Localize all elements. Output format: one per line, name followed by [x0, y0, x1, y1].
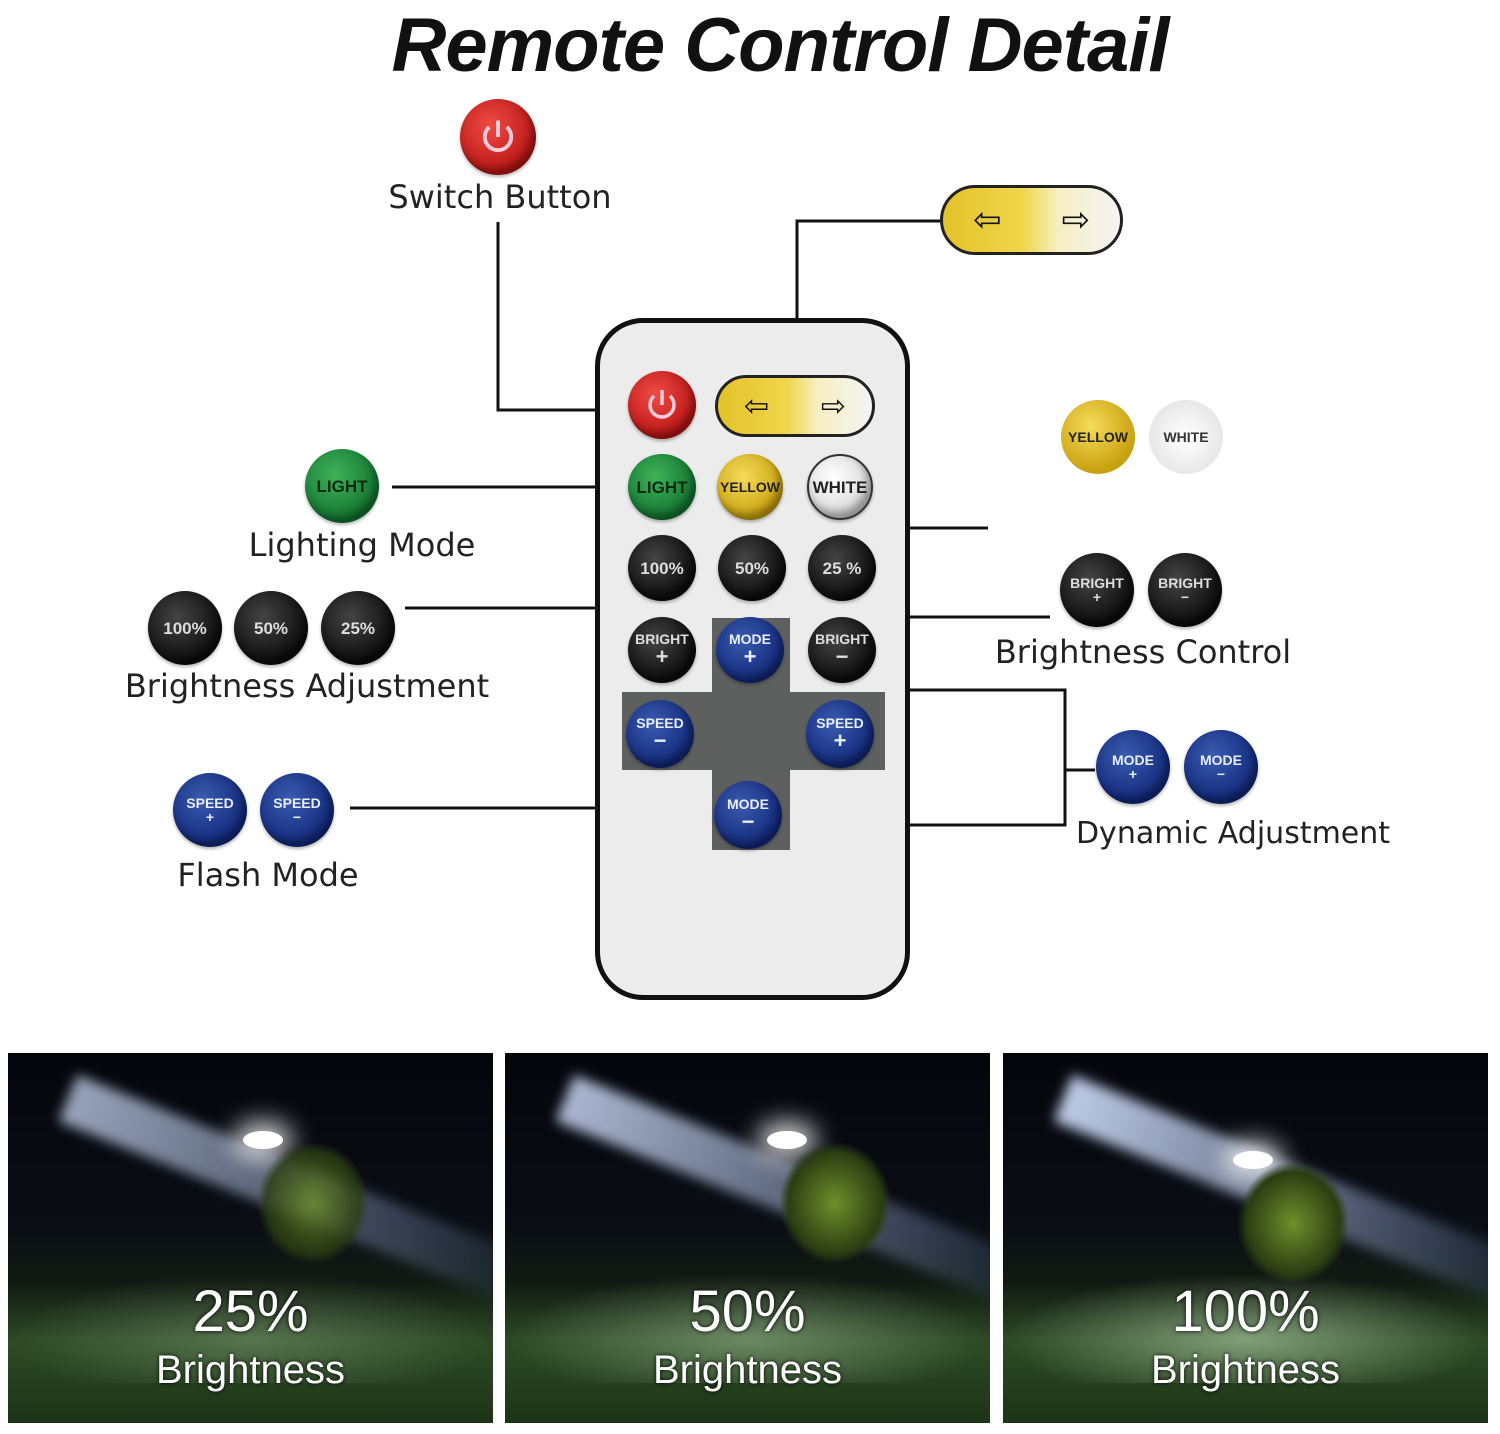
callout-yellow-icon: YELLOW	[1061, 400, 1135, 474]
lighting-mode-label: Lighting Mode	[248, 526, 476, 564]
arrow-left-icon: ⇦	[743, 388, 770, 424]
photo-label: Brightness	[156, 1348, 345, 1392]
plus-icon: +	[1128, 766, 1138, 782]
arrow-callout-icon: ⇦ ⇨	[940, 185, 1123, 255]
bright-label: BRIGHT	[815, 631, 869, 647]
switch-leader-line	[496, 222, 628, 412]
switch-button-label: Switch Button	[388, 178, 612, 216]
minus-icon: −	[292, 809, 302, 825]
plus-icon: +	[833, 728, 847, 753]
color-temp-arrow-button[interactable]: ⇦ ⇨	[715, 375, 875, 437]
bright-plus-button[interactable]: BRIGHT+	[628, 617, 696, 683]
mode-label: MODE	[1112, 752, 1154, 768]
bright-label: BRIGHT	[1070, 575, 1124, 591]
brightness-50-button[interactable]: 50%	[718, 535, 786, 601]
yellow-button[interactable]: YELLOW	[717, 454, 783, 520]
power-icon	[482, 120, 514, 153]
photo-value: 100%	[1171, 1279, 1320, 1344]
dynamic-adjustment-label: Dynamic Adjustment	[1075, 816, 1391, 851]
speed-plus-button[interactable]: SPEED+	[806, 700, 874, 768]
power-icon	[648, 390, 676, 419]
switch-callout-power-icon	[460, 99, 536, 175]
speed-label: SPEED	[186, 795, 234, 811]
callout-white-icon: WHITE	[1149, 400, 1223, 474]
speed-label: SPEED	[636, 715, 684, 731]
brightness-25-button[interactable]: 25 %	[808, 535, 876, 601]
mode-minus-button[interactable]: MODE−	[714, 781, 782, 849]
light-callout-icon: LIGHT	[305, 449, 379, 523]
brightness-25-label: 25%	[340, 618, 376, 638]
light-label: LIGHT	[316, 476, 368, 496]
bright-label: BRIGHT	[635, 631, 689, 647]
brightness-25-label: 25 %	[822, 558, 862, 578]
arrow-left-icon: ⇦	[973, 200, 1002, 240]
callout-speed-plus-icon: SPEED+	[173, 773, 247, 847]
yellow-label: YELLOW	[1068, 429, 1128, 445]
page-title: Remote Control Detail	[391, 3, 1169, 88]
minus-icon: −	[835, 644, 849, 669]
plus-icon: +	[743, 644, 757, 669]
plus-icon: +	[1092, 589, 1102, 605]
bright-minus-button[interactable]: BRIGHT−	[808, 617, 876, 683]
photo-25-brightness: 25% Brightness	[8, 1053, 493, 1423]
yellow-label: YELLOW	[720, 479, 780, 495]
white-label: WHITE	[812, 477, 868, 497]
minus-icon: −	[741, 809, 755, 834]
photo-100-brightness: 100% Brightness	[1003, 1053, 1488, 1423]
brightness-control-label: Brightness Control	[994, 633, 1292, 671]
photo-50-brightness: 50% Brightness	[505, 1053, 990, 1423]
photo-label: Brightness	[653, 1348, 842, 1392]
mode-label: MODE	[1200, 752, 1242, 768]
brightness-100-label: 100%	[163, 618, 207, 638]
callout-bright-plus-icon: BRIGHT+	[1060, 553, 1134, 627]
callout-50-icon: 50%	[234, 591, 308, 665]
speed-label: SPEED	[816, 715, 864, 731]
brightness-100-label: 100%	[640, 558, 684, 578]
minus-icon: −	[1216, 766, 1226, 782]
mode-label: MODE	[727, 796, 769, 812]
photo-value: 25%	[192, 1279, 309, 1344]
brightness-50-label: 50%	[253, 618, 289, 638]
brightness-100-button[interactable]: 100%	[628, 535, 696, 601]
white-button[interactable]: WHITE	[807, 454, 873, 520]
photo-value: 50%	[689, 1279, 806, 1344]
plus-icon: +	[205, 809, 215, 825]
white-label: WHITE	[1163, 429, 1209, 445]
callout-mode-plus-icon: MODE+	[1096, 730, 1170, 804]
callout-mode-minus-icon: MODE−	[1184, 730, 1258, 804]
bright-label: BRIGHT	[1158, 575, 1212, 591]
light-label: LIGHT	[636, 477, 688, 497]
callout-bright-minus-icon: BRIGHT−	[1148, 553, 1222, 627]
light-button[interactable]: LIGHT	[628, 454, 696, 520]
power-button[interactable]	[628, 371, 696, 439]
brightness-50-label: 50%	[734, 558, 770, 578]
mode-plus-button[interactable]: MODE+	[716, 617, 784, 683]
speed-minus-button[interactable]: SPEED−	[626, 700, 694, 768]
mode-label: MODE	[729, 631, 771, 647]
callout-speed-minus-icon: SPEED−	[260, 773, 334, 847]
minus-icon: −	[653, 728, 667, 753]
plus-icon: +	[655, 644, 669, 669]
flash-mode-label: Flash Mode	[177, 856, 359, 894]
arrow-right-icon: ⇨	[820, 388, 847, 424]
speed-label: SPEED	[273, 795, 321, 811]
arrow-right-icon: ⇨	[1061, 200, 1091, 240]
brightness-adjustment-label: Brightness Adjustment	[124, 667, 490, 705]
callout-25-icon: 25%	[321, 591, 395, 665]
photo-label: Brightness	[1151, 1348, 1340, 1392]
minus-icon: −	[1180, 589, 1190, 605]
callout-100-icon: 100%	[148, 591, 222, 665]
